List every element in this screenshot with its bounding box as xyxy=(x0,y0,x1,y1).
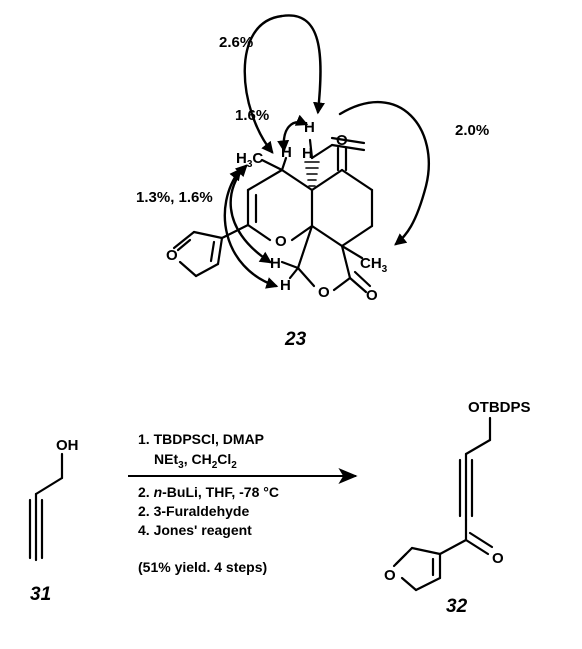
ch2-h-b: H xyxy=(280,277,291,294)
lactone-carbonyl-oxygen: O xyxy=(366,287,378,304)
noe-label-2-6: 2.6% xyxy=(219,34,253,51)
compound-23: H H H H3C O O O H H O O CH3 2.6% 1.6% 2.… xyxy=(136,14,489,350)
compound-23-number: 23 xyxy=(284,329,307,350)
furan-oxygen-32: O xyxy=(384,567,396,584)
noe-label-1-3-1-6: 1.3%, 1.6% xyxy=(136,189,213,206)
pyran-ring xyxy=(246,168,314,242)
condition-step-4: 4. Jones' reagent xyxy=(138,522,252,538)
noe-arrows xyxy=(223,14,430,289)
noe-label-2-0: 2.0% xyxy=(455,122,489,139)
condition-step-1b: NEt3, CH2Cl2 xyxy=(154,451,237,471)
condition-step-1: 1. TBDPSCl, DMAP xyxy=(138,431,264,447)
vinyl-h-mid: H xyxy=(302,145,313,162)
condition-step-2: 2. n-BuLi, THF, -78 °C xyxy=(138,484,279,500)
furan-ring-23 xyxy=(172,223,250,278)
condition-yield: (51% yield. 4 steps) xyxy=(138,559,267,575)
compound-32: OTBDPS O O 32 xyxy=(384,399,531,617)
compound-31-number: 31 xyxy=(30,584,51,605)
ketone-oxygen: O xyxy=(336,132,348,149)
quat-methyl-bond xyxy=(340,244,364,260)
cyclohexanone-ring xyxy=(310,146,374,248)
ch2-h-a: H xyxy=(270,255,281,272)
c4-methyl-bond xyxy=(260,158,284,172)
reaction: 1. TBDPSCl, DMAP NEt3, CH2Cl2 2. n-BuLi,… xyxy=(128,431,358,575)
ketone-oxygen-32: O xyxy=(492,550,504,567)
c4-h-bond xyxy=(280,156,288,172)
compound-31: OH 31 xyxy=(28,437,79,605)
compound-32-number: 32 xyxy=(446,596,468,617)
quat-methyl: CH3 xyxy=(360,255,388,275)
pyran-oxygen: O xyxy=(275,233,287,250)
lactone-ring xyxy=(280,224,372,294)
vinyl-h-top: H xyxy=(304,119,315,136)
hydroxyl-31: OH xyxy=(56,437,79,454)
otbdps-group: OTBDPS xyxy=(468,399,531,416)
lactone-oxygen: O xyxy=(318,284,330,301)
furan-oxygen: O xyxy=(166,247,178,264)
condition-step-3: 2. 3-Furaldehyde xyxy=(138,503,249,519)
noe-label-1-6: 1.6% xyxy=(235,107,269,124)
methyl-h3c: H3C xyxy=(236,150,263,170)
